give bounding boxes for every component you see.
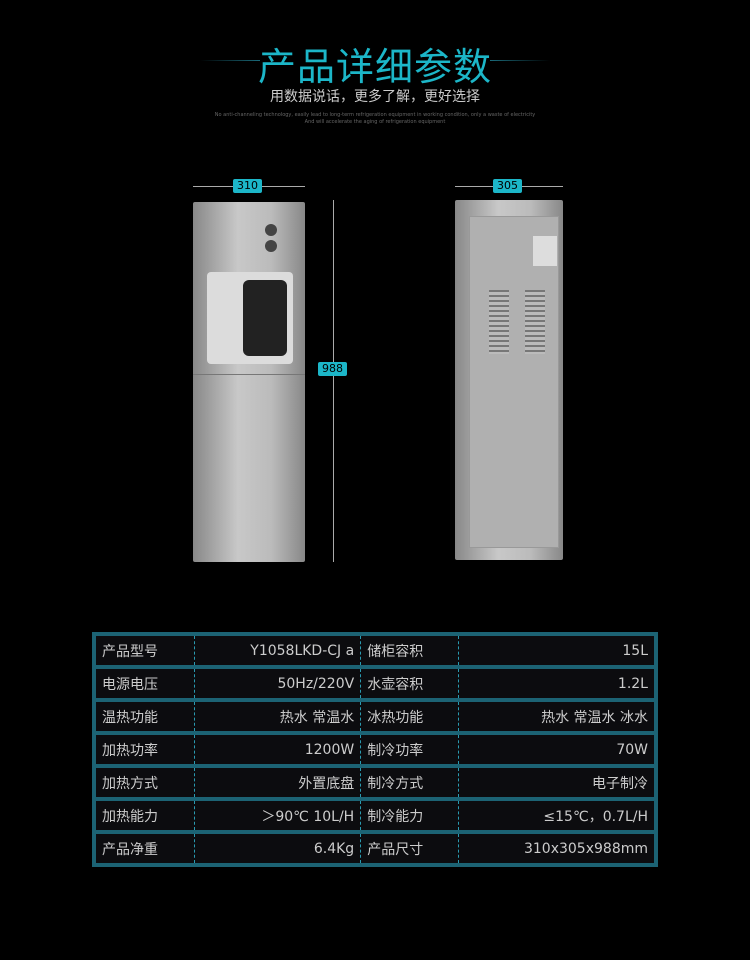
spec-sticker (533, 236, 557, 266)
depth-label: 305 (493, 179, 522, 193)
note: No anti-channeling technology, easily le… (0, 112, 750, 126)
vent-icon (525, 290, 545, 354)
spec-key: 水壶容积 (360, 665, 459, 702)
spec-value: 6.4Kg (193, 830, 361, 867)
kettle-icon (243, 280, 287, 356)
spec-value: 热水 常温水 冰水 (458, 698, 659, 735)
spec-key: 温热功能 (91, 698, 195, 735)
dispensing-area (207, 272, 293, 364)
spec-value: 1.2L (458, 665, 659, 702)
spec-key: 电源电压 (91, 665, 195, 702)
note-line-2: And will accelerate the aging of refrige… (304, 119, 446, 125)
title-line-left (200, 60, 260, 61)
spec-key: 产品净重 (91, 830, 195, 867)
spec-value: 1200W (193, 731, 361, 768)
spec-key: 加热能力 (91, 797, 195, 834)
spec-value: 70W (458, 731, 659, 768)
spec-key: 制冷方式 (360, 764, 459, 801)
spec-key: 产品型号 (91, 632, 195, 669)
note-line-1: No anti-channeling technology, easily le… (214, 112, 536, 118)
subtitle: 用数据说话，更多了解，更好选择 (270, 89, 480, 105)
spec-value: 电子制冷 (458, 764, 659, 801)
knob-icon (265, 240, 277, 252)
side-panel (469, 216, 559, 548)
spec-value: 310x305x988mm (458, 830, 659, 867)
spec-key: 产品尺寸 (360, 830, 459, 867)
front-view-dispenser (193, 202, 305, 562)
spec-value: Y1058LKD-CJ a (193, 632, 361, 669)
knob-icon (265, 224, 277, 236)
spec-key: 加热方式 (91, 764, 195, 801)
height-label: 988 (318, 362, 347, 376)
width-label: 310 (233, 179, 262, 193)
spec-value: 15L (458, 632, 659, 669)
side-view-dispenser (455, 200, 563, 560)
spec-row: 加热方式外置底盘制冷方式电子制冷 (91, 764, 659, 801)
spec-key: 冰热功能 (360, 698, 459, 735)
spec-value: ≤15℃，0.7L/H (458, 797, 659, 834)
spec-value: ＞90℃ 10L/H (193, 797, 361, 834)
height-dimension-line (333, 200, 334, 562)
spec-key: 加热功率 (91, 731, 195, 768)
page-title: 产品详细参数 (257, 45, 492, 89)
spec-key: 制冷能力 (360, 797, 459, 834)
spec-value: 热水 常温水 (193, 698, 361, 735)
spec-key: 储柜容积 (360, 632, 459, 669)
title-line-right (490, 60, 550, 61)
spec-key: 制冷功率 (360, 731, 459, 768)
spec-value: 外置底盘 (193, 764, 361, 801)
spec-value: 50Hz/220V (193, 665, 361, 702)
vent-icon (489, 290, 509, 354)
spec-row: 温热功能热水 常温水冰热功能热水 常温水 冰水 (91, 698, 659, 735)
